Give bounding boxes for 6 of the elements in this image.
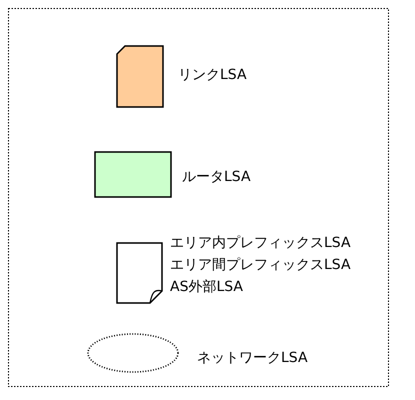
legend-label: AS外部LSA xyxy=(170,278,243,296)
legend-label: エリア内プレフィックスLSA xyxy=(170,234,351,252)
legend-label: ルータLSA xyxy=(182,168,251,186)
legend-label: リンクLSA xyxy=(178,66,247,84)
legend-label: ネットワークLSA xyxy=(197,349,308,367)
legend-label: エリア間プレフィックスLSA xyxy=(170,256,351,274)
